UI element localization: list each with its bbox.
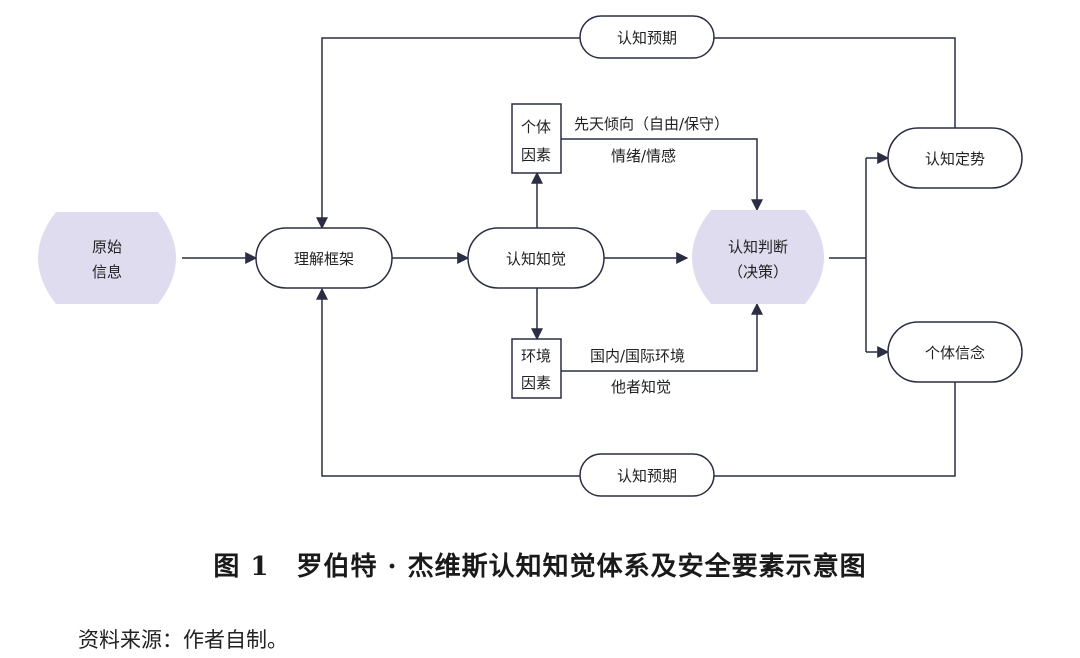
original-info-line1: 原始 <box>92 238 122 256</box>
top-loop-left <box>316 37 580 230</box>
judgement-line1: 认知判断 <box>728 238 788 256</box>
frame-node <box>255 227 393 289</box>
expect-top-node <box>579 15 715 59</box>
perception-label: 认知知觉 <box>506 250 566 268</box>
environment-label-1: 国内/国际环境 <box>590 347 685 365</box>
judgement-shape <box>692 210 824 304</box>
environment-box <box>511 338 562 399</box>
top-loop-right <box>714 37 956 128</box>
set-node <box>887 127 1023 189</box>
arrow-individual-to-judgement <box>561 138 763 212</box>
set-label: 认知定势 <box>925 150 985 168</box>
individual-line1: 个体 <box>521 118 551 136</box>
belief-node <box>887 321 1023 383</box>
individual-line2: 因素 <box>521 146 551 164</box>
environment-line1: 环境 <box>521 347 551 365</box>
bottom-loop-left <box>316 287 580 477</box>
individual-label-1: 先天倾向（自由/保守） <box>574 115 729 133</box>
individual-box <box>511 103 562 174</box>
environment-label-2: 他者知觉 <box>611 378 671 396</box>
expect-bottom-label: 认知预期 <box>617 467 677 485</box>
original-info-line2: 信息 <box>92 263 122 281</box>
environment-line2: 因素 <box>521 374 551 392</box>
source-note: 资料来源：作者自制。 <box>78 628 288 652</box>
frame-label: 理解框架 <box>294 250 354 268</box>
flow-diagram: 原始 信息 理解框架 认知知觉 认知判断 （决策） 认知定势 个体信念 认知预期… <box>38 15 1023 497</box>
expect-bottom-node <box>579 453 715 497</box>
figure-caption: 图 1 罗伯特 · 杰维斯认知知觉体系及安全要素示意图 <box>213 552 867 582</box>
belief-label: 个体信念 <box>925 344 985 362</box>
original-info-shape <box>38 212 176 304</box>
judgement-line2: （决策） <box>728 263 788 281</box>
arrow-environment-to-judgement <box>561 302 763 372</box>
bottom-loop-right <box>714 382 956 477</box>
expect-top-label: 认知预期 <box>617 29 677 47</box>
individual-label-2: 情绪/情感 <box>611 147 676 165</box>
perception-node <box>467 227 605 289</box>
